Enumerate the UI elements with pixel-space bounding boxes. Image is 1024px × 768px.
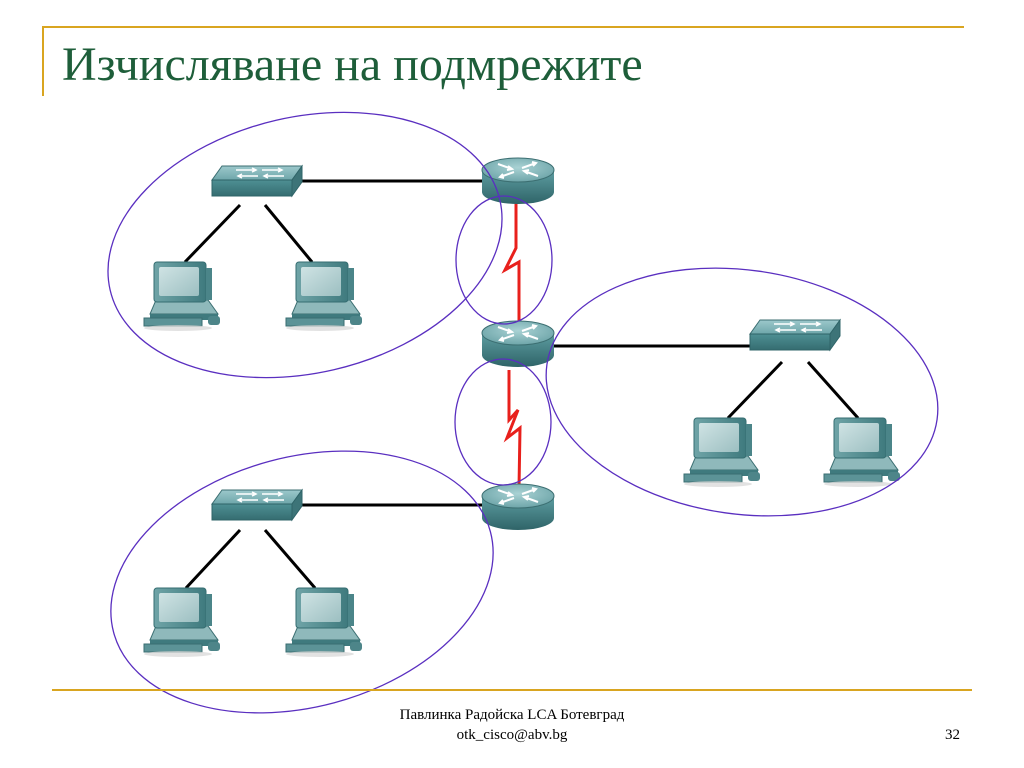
pc-4: [823, 417, 901, 488]
link-switch1-pc1: [183, 203, 242, 264]
subnet-4-outline: [454, 358, 552, 486]
switch-top-left: [211, 165, 303, 197]
left-rule: [42, 26, 44, 96]
page-number: 32: [945, 727, 960, 743]
serial-link-router2-router3: [503, 370, 522, 489]
pc-2: [285, 261, 363, 332]
subnet-5-outline: [110, 450, 494, 714]
switch-bottom-left: [211, 489, 303, 521]
footer-author: Павлинка Радойска LCA Ботевград: [399, 707, 625, 723]
link-switch1-pc2: [263, 204, 314, 263]
serial-links: [501, 200, 522, 489]
top-rule: [42, 26, 964, 28]
link-switch2-pc3: [726, 360, 784, 420]
subnet-1-outline: [107, 111, 503, 379]
link-switch3-pc6: [263, 529, 317, 589]
slide-title: Изчисляване на подмрежите: [62, 38, 643, 91]
link-switch3-pc5: [184, 528, 242, 590]
footer-email: otk_cisco@abv.bg: [456, 727, 568, 743]
router-bottom: [481, 483, 555, 531]
serial-link-router1-router2: [501, 200, 521, 330]
pc-6: [285, 587, 363, 658]
bottom-rule: [52, 689, 972, 691]
pc-5: [143, 587, 221, 658]
footer: Павлинка Радойска LCA Ботевград otk_cisc…: [362, 705, 662, 745]
pc-3: [683, 417, 761, 488]
pc-1: [143, 261, 221, 332]
subnet-outlines: [107, 111, 939, 714]
ethernet-links: [183, 179, 860, 590]
switch-middle-right: [749, 319, 841, 351]
subnet-3-outline: [545, 267, 939, 517]
subnet-2-outline: [455, 195, 553, 325]
link-switch2-pc4: [806, 361, 860, 419]
